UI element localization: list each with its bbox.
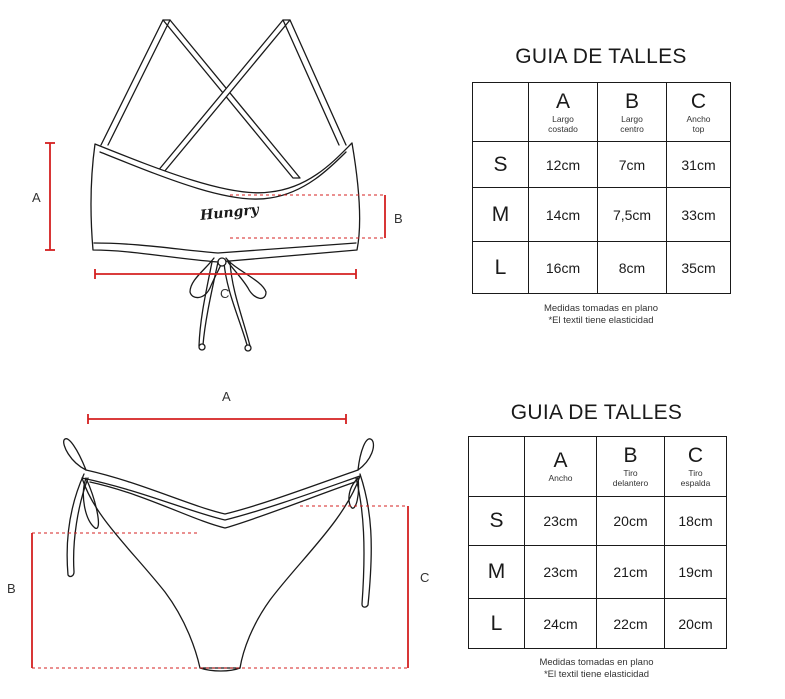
size-label: L [468,598,525,649]
col-letter: C [690,89,707,113]
table-cell: 8cm [597,241,667,294]
table-cell: 7,5cm [597,187,667,242]
table-cell: 12cm [528,141,598,188]
table-row: M 14cm 7,5cm 33cm [472,187,731,242]
table-cell: 33cm [666,187,731,242]
table-cell: 31cm [666,141,731,188]
note-line: Medidas tomadas en plano [539,657,654,668]
table-cell: 19cm [664,545,727,599]
bottom-label-c: C [420,570,430,585]
note-line: Medidas tomadas en plano [543,303,659,314]
col-desc: Tiro [688,468,703,478]
table-cell: 22cm [596,598,665,649]
col-header-b: B Largo centro [597,82,667,142]
col-desc: delantero [612,478,649,488]
bottom-guide-title: GUIA DE TALLES [510,401,683,424]
col-letter: B [623,444,638,467]
col-desc: espalda [680,478,711,488]
top-guide-note: Medidas tomadas en plano *El textil tien… [472,303,730,327]
col-letter: B [624,89,639,113]
table-row: S 12cm 7cm 31cm [472,141,731,188]
table-cell: 14cm [528,187,598,242]
size-label: M [472,187,529,242]
top-label-b: B [394,211,403,226]
size-label: S [472,141,529,188]
col-header-a: A Ancho [524,436,597,497]
table-row: M 23cm 21cm 19cm [468,545,727,599]
top-label-c: C [220,286,230,301]
col-header-b: B Tiro delantero [596,436,665,497]
table-row: L 24cm 22cm 20cm [468,598,727,649]
table-cell: 21cm [596,545,665,599]
table-cell: 18cm [664,496,727,546]
table-cell: 24cm [524,598,597,649]
bottom-label-b: B [7,581,16,596]
top-size-table: A Largo costado B Largo centro C Ancho t… [472,82,731,294]
col-desc: Ancho [548,473,573,483]
table-cell: 20cm [596,496,665,546]
table-cell: 20cm [664,598,727,649]
top-label-a: A [32,190,41,205]
bottom-label-a: A [222,389,231,404]
table-cell: 7cm [597,141,667,188]
table-cell: 23cm [524,545,597,599]
col-desc: centro [620,123,644,134]
table-corner-cell [468,436,525,497]
table-cell: 35cm [666,241,731,294]
table-header-row: A Largo costado B Largo centro C Ancho t… [472,82,731,142]
col-desc: top [692,123,705,134]
col-desc: Largo [621,113,643,124]
col-header-c: C Tiro espalda [664,436,727,497]
col-desc: Largo [552,113,574,124]
bottom-guide-note: Medidas tomadas en plano *El textil tien… [468,657,725,681]
table-cell: 23cm [524,496,597,546]
table-row: S 23cm 20cm 18cm [468,496,727,546]
col-desc: costado [548,123,578,134]
col-letter: A [555,89,570,113]
col-desc: Tiro [623,468,638,478]
table-header-row: A Ancho B Tiro delantero C Tiro espalda [468,436,727,497]
size-label: S [468,496,525,546]
note-line: *El textil tiene elasticidad [548,315,654,326]
table-cell: 16cm [528,241,598,294]
note-line: *El textil tiene elasticidad [543,669,650,680]
size-label: L [472,241,529,294]
table-corner-cell [472,82,529,142]
col-letter: C [687,444,704,467]
col-header-c: C Ancho top [666,82,731,142]
bottom-size-table: A Ancho B Tiro delantero C Tiro espalda … [468,436,727,649]
col-letter: A [553,449,568,472]
table-row: L 16cm 8cm 35cm [472,241,731,294]
size-label: M [468,545,525,599]
col-desc: Ancho [686,113,711,124]
top-guide-title: GUIA DE TALLES [515,45,687,68]
col-header-a: A Largo costado [528,82,598,142]
